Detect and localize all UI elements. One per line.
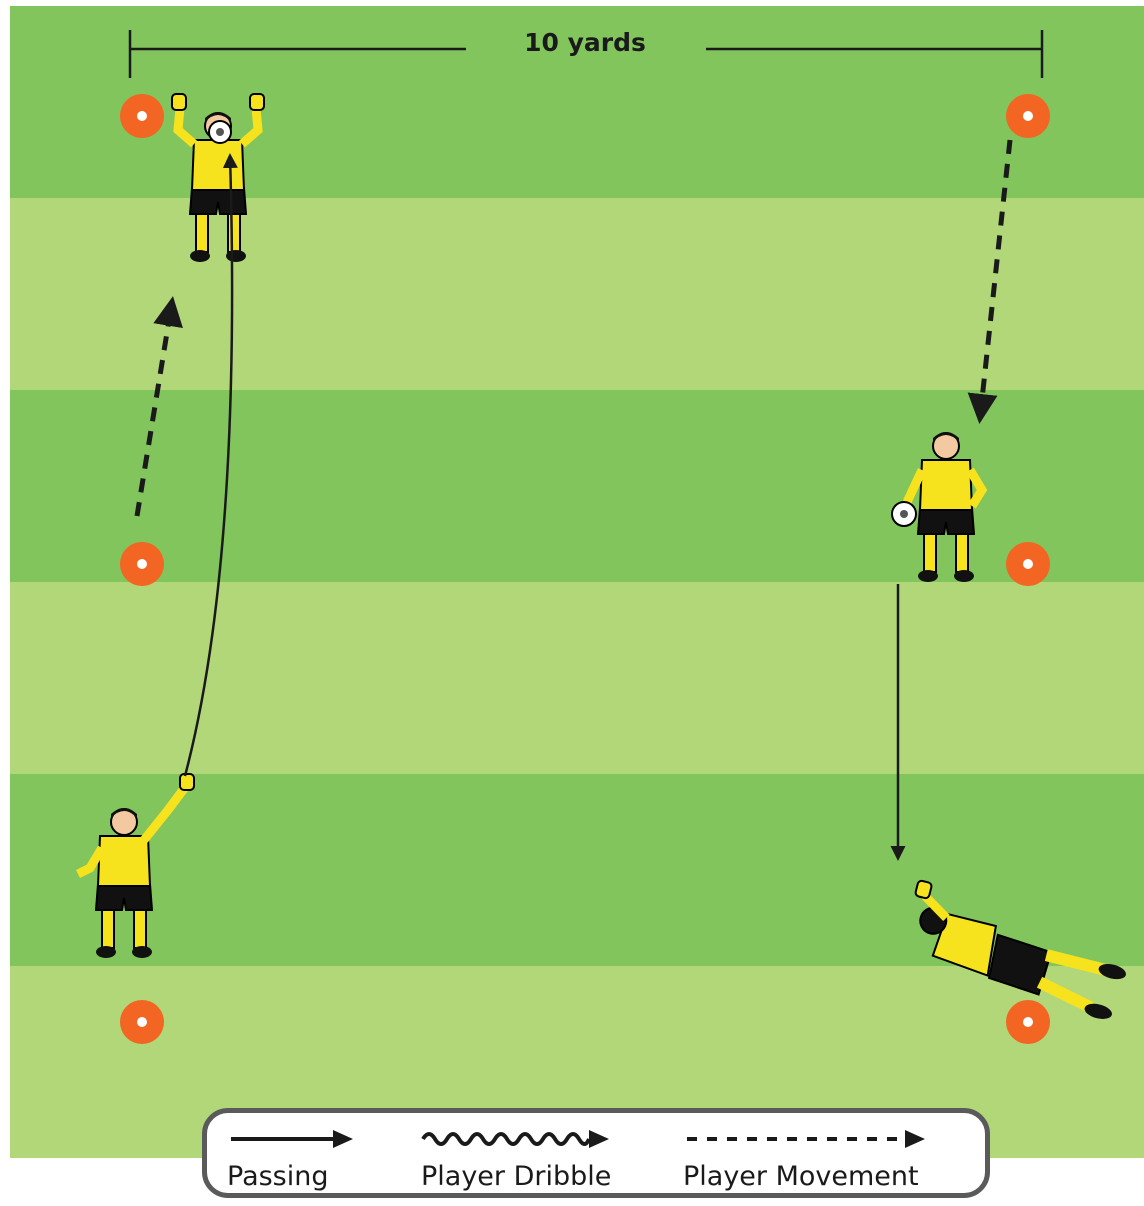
ball-icon	[209, 121, 231, 143]
cone-icon	[1006, 1000, 1050, 1044]
cone-icon	[120, 542, 164, 586]
legend-dribble-label: Player Dribble	[421, 1161, 611, 1192]
cone-icon	[120, 94, 164, 138]
ball-icon	[892, 502, 916, 526]
distance-label: 10 yards	[470, 28, 700, 57]
movement-legend-arrow-icon	[683, 1127, 933, 1151]
dribble-legend-arrow-icon	[417, 1127, 617, 1151]
cone-icon	[1006, 542, 1050, 586]
field-stripes	[10, 6, 1144, 1158]
legend-passing-label: Passing	[227, 1161, 329, 1192]
cone-icon	[1006, 94, 1050, 138]
cone-icon	[120, 1000, 164, 1044]
legend: Passing Player Dribble Player Movement	[202, 1108, 990, 1198]
passing-legend-arrow-icon	[227, 1127, 357, 1151]
legend-movement-label: Player Movement	[683, 1161, 919, 1192]
